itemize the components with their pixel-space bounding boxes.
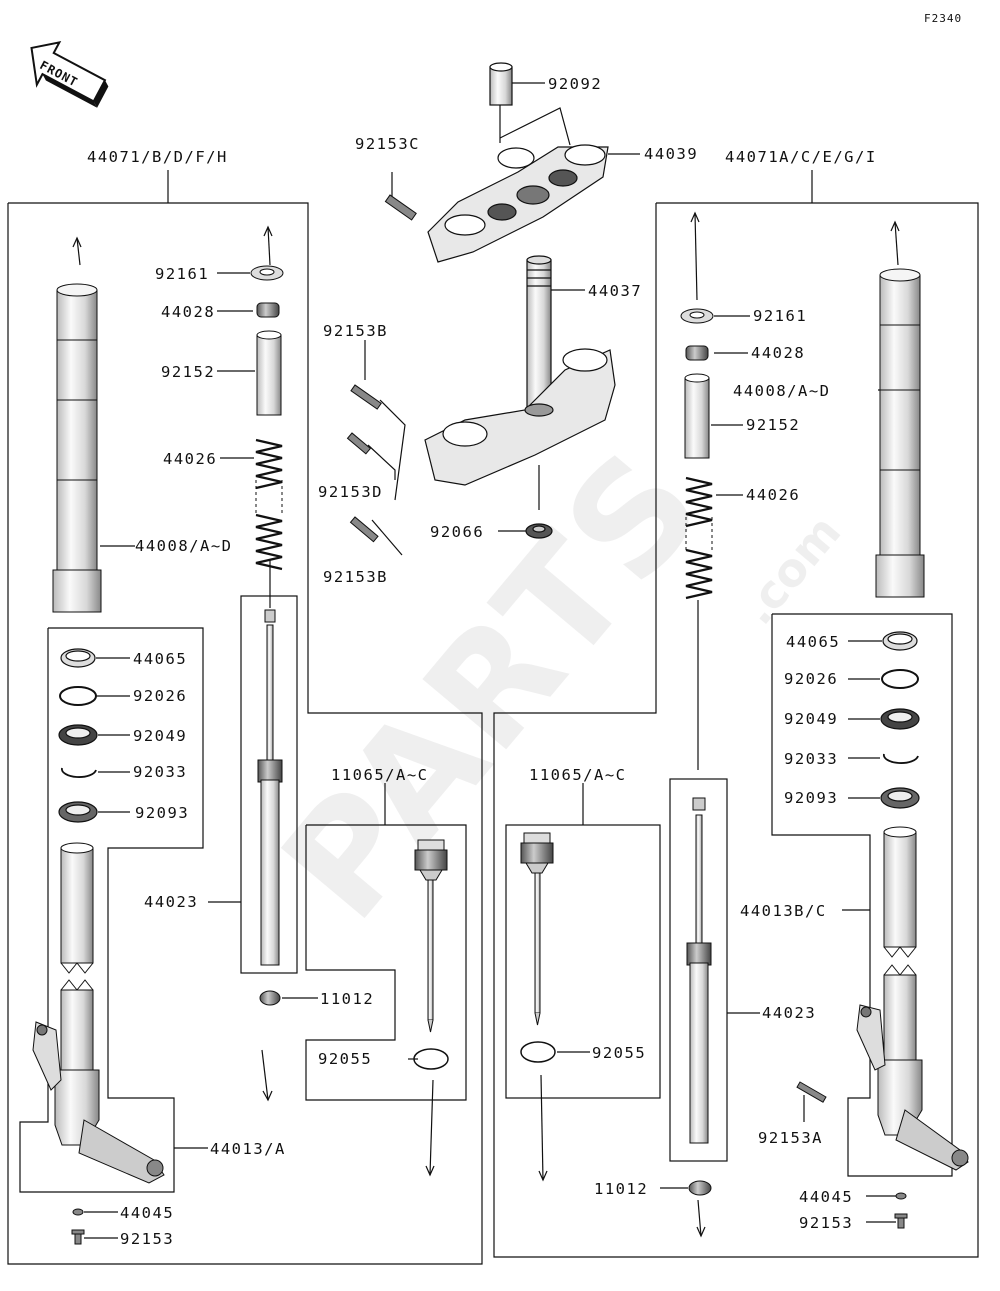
part-label-44065-right[interactable]: 44065 (786, 633, 841, 651)
part-label-44023-left[interactable]: 44023 (144, 893, 199, 911)
outer-tube-right (875, 268, 925, 598)
part-label-44013-A[interactable]: 44013/A (210, 1140, 286, 1158)
spring-left (255, 438, 283, 571)
part-label-44028-right[interactable]: 44028 (751, 344, 806, 362)
part-label-44013-B-C[interactable]: 44013B/C (740, 902, 827, 920)
part-label-11012-left[interactable]: 11012 (320, 990, 375, 1008)
part-label-92066[interactable]: 92066 (430, 523, 485, 541)
right-assembly-frame (493, 202, 979, 1258)
figure-code: F2340 (924, 12, 963, 25)
part-label-11065-right[interactable]: 11065/A~C (529, 766, 627, 784)
part-label-44045-left[interactable]: 44045 (120, 1204, 175, 1222)
part-label-92093-left[interactable]: 92093 (135, 804, 190, 822)
left-assembly-frame (7, 202, 483, 1265)
part-label-92152-left[interactable]: 92152 (161, 363, 216, 381)
spring-right (685, 476, 713, 600)
front-arrow-icon (30, 40, 109, 108)
part-label-92153D[interactable]: 92153D (318, 483, 383, 501)
part-label-92055-left[interactable]: 92055 (318, 1050, 373, 1068)
part-label-44039[interactable]: 44039 (644, 145, 699, 163)
inner-tube-left (32, 842, 165, 1184)
part-label-44023-right[interactable]: 44023 (762, 1004, 817, 1022)
part-label-92093-right[interactable]: 92093 (784, 789, 839, 807)
part-label-44028-left[interactable]: 44028 (161, 303, 216, 321)
outer-tube-left (52, 283, 102, 613)
part-label-11012-right[interactable]: 11012 (594, 1180, 649, 1198)
part-label-92153-right[interactable]: 92153 (799, 1214, 854, 1232)
part-label-92049-left[interactable]: 92049 (133, 727, 188, 745)
part-label-44071-right[interactable]: 44071A/C/E/G/I (725, 148, 877, 166)
part-label-92033-left[interactable]: 92033 (133, 763, 188, 781)
lower-triple-clamp (424, 255, 616, 539)
part-label-92153B-bottom[interactable]: 92153B (323, 568, 388, 586)
part-label-44008-right[interactable]: 44008/A~D (733, 382, 831, 400)
upper-triple-clamp (427, 62, 609, 263)
part-label-92153A[interactable]: 92153A (758, 1129, 823, 1147)
part-label-92026-right[interactable]: 92026 (784, 670, 839, 688)
part-label-44026-right[interactable]: 44026 (746, 486, 801, 504)
part-label-44045-right[interactable]: 44045 (799, 1188, 854, 1206)
part-label-92152-right[interactable]: 92152 (746, 416, 801, 434)
part-label-92153-left[interactable]: 92153 (120, 1230, 175, 1248)
part-label-92026-left[interactable]: 92026 (133, 687, 188, 705)
part-label-11065-left[interactable]: 11065/A~C (331, 766, 429, 784)
part-label-92033-right[interactable]: 92033 (784, 750, 839, 768)
part-label-44008-left[interactable]: 44008/A~D (135, 537, 233, 555)
part-label-44026-left[interactable]: 44026 (163, 450, 218, 468)
part-label-92153B-top[interactable]: 92153B (323, 322, 388, 340)
part-label-92049-right[interactable]: 92049 (784, 710, 839, 728)
part-label-44071-left[interactable]: 44071/B/D/F/H (87, 148, 228, 166)
part-label-92161-right[interactable]: 92161 (753, 307, 808, 325)
part-label-92092[interactable]: 92092 (548, 75, 603, 93)
part-label-92055-right[interactable]: 92055 (592, 1044, 647, 1062)
part-label-44065-left[interactable]: 44065 (133, 650, 188, 668)
part-label-44037[interactable]: 44037 (588, 282, 643, 300)
part-label-92153C[interactable]: 92153C (355, 135, 420, 153)
inner-tube-right (856, 826, 969, 1171)
part-label-92161-left[interactable]: 92161 (155, 265, 210, 283)
